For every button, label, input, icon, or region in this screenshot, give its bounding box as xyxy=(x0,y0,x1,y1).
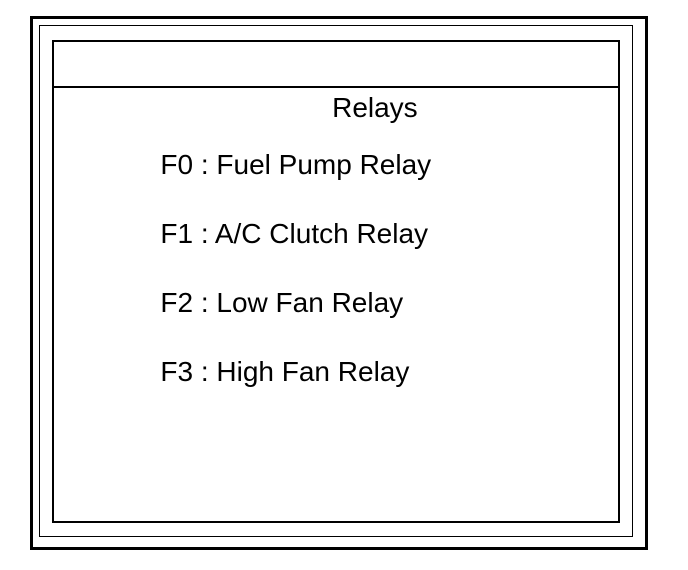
relay-separator: : xyxy=(193,287,217,318)
middle-frame: Relays F0 : Fuel Pump Relay F1 : A/C Clu… xyxy=(39,25,633,537)
relay-separator: : xyxy=(193,356,217,387)
relay-separator: : xyxy=(193,149,217,180)
relay-item-f0[interactable]: F0 : Fuel Pump Relay xyxy=(67,114,618,183)
panel-title: Relays xyxy=(332,92,418,123)
relay-item-f3[interactable]: F3 : High Fan Relay xyxy=(67,321,618,390)
relays-panel: Relays F0 : Fuel Pump Relay F1 : A/C Clu… xyxy=(52,40,620,523)
relay-list: F0 : Fuel Pump Relay F1 : A/C Clutch Rel… xyxy=(54,88,618,521)
relay-code: F0 xyxy=(160,149,194,180)
relay-name: A/C Clutch Relay xyxy=(214,218,429,249)
relay-code: F2 xyxy=(160,287,194,318)
relay-name: High Fan Relay xyxy=(216,356,410,387)
relay-code: F3 xyxy=(160,356,194,387)
relay-name: Fuel Pump Relay xyxy=(216,149,432,180)
relay-code: F1 xyxy=(160,218,194,249)
relay-separator: : xyxy=(193,218,215,249)
relay-item-f2[interactable]: F2 : Low Fan Relay xyxy=(67,252,618,321)
outer-frame: Relays F0 : Fuel Pump Relay F1 : A/C Clu… xyxy=(30,16,648,550)
panel-header: Relays xyxy=(54,42,618,123)
relay-name: Low Fan Relay xyxy=(216,287,404,318)
relay-item-f1[interactable]: F1 : A/C Clutch Relay xyxy=(67,183,618,252)
